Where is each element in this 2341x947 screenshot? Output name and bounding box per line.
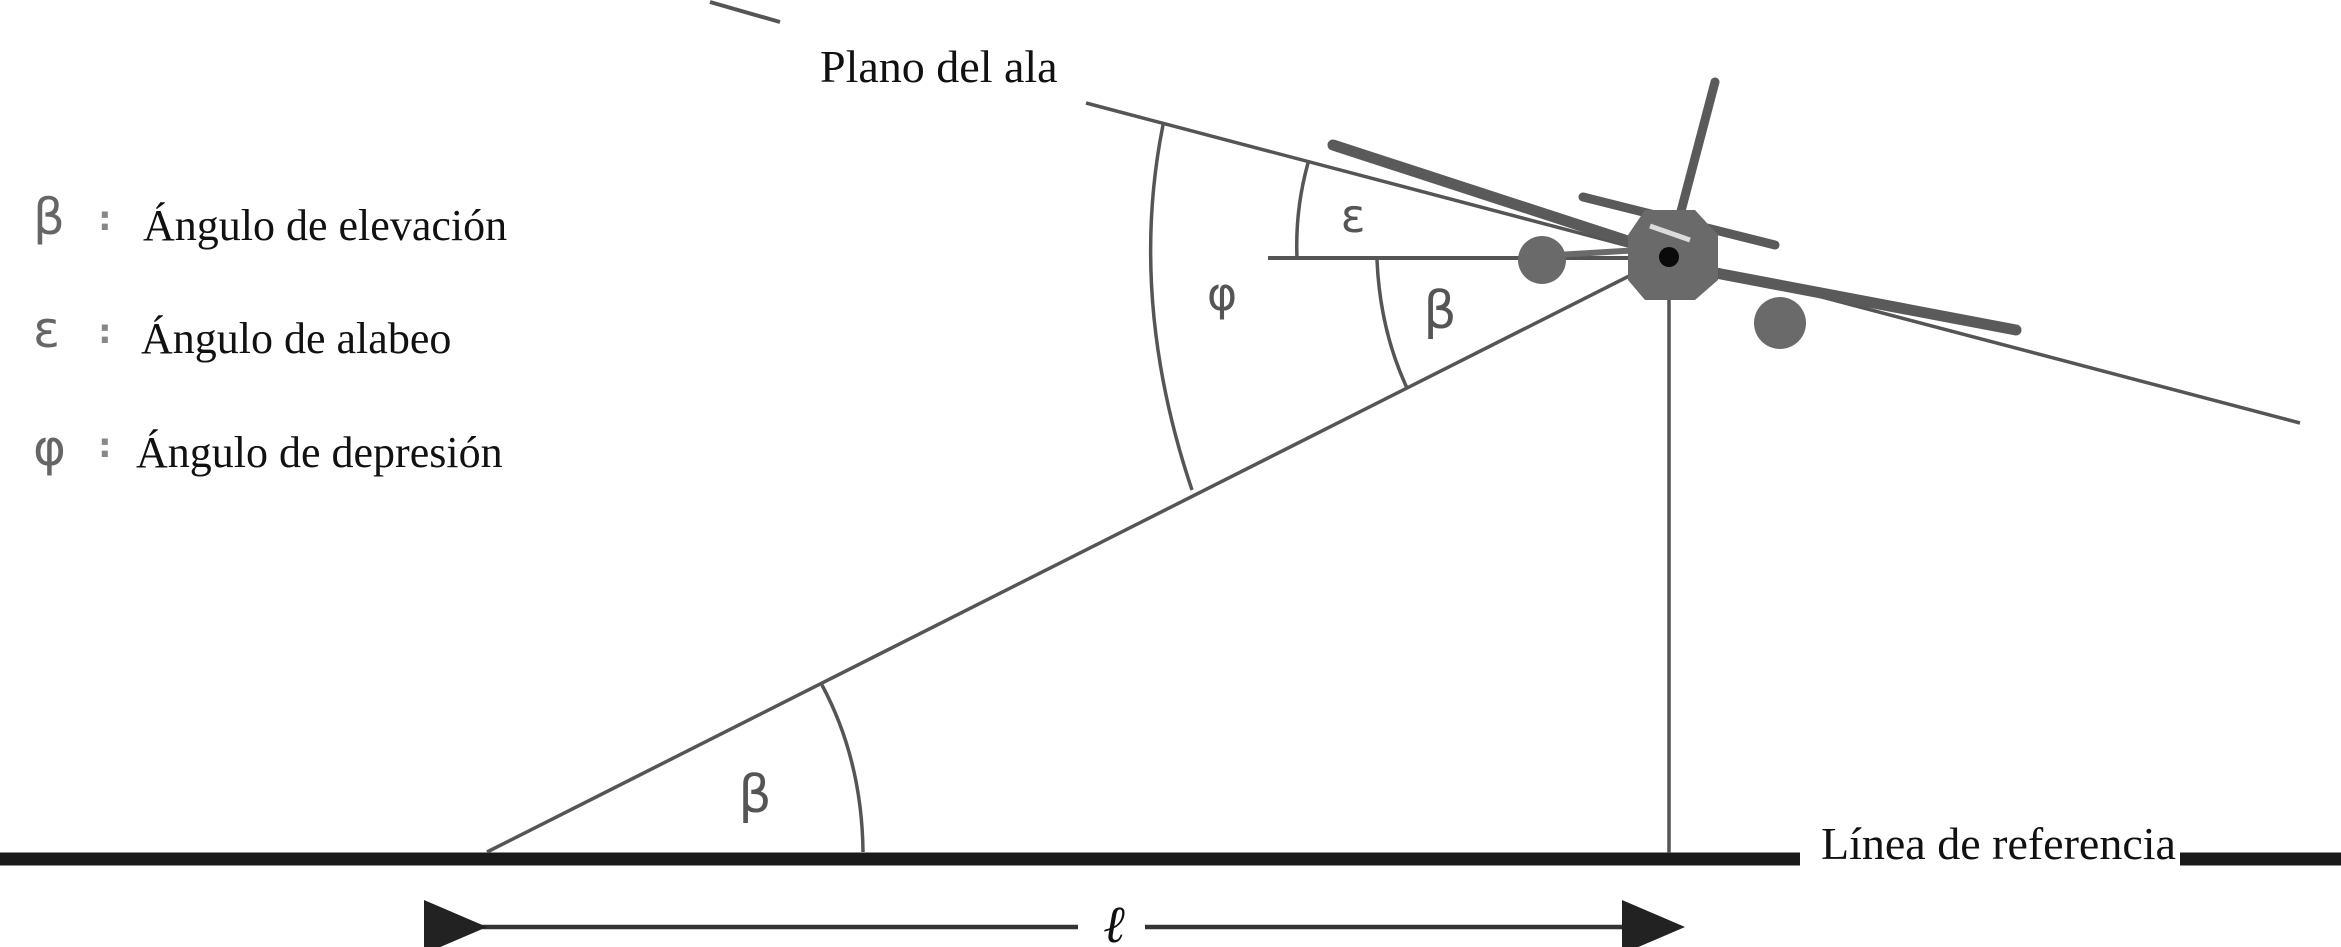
- legend-label: Ángulo de elevación: [143, 201, 508, 250]
- beta-upper-label: β: [1423, 281, 1456, 341]
- left-engine: [1518, 236, 1566, 284]
- phi-symbol: φ: [33, 419, 66, 477]
- phi-label: φ: [1207, 267, 1237, 321]
- phi-arc: [1148, 124, 1194, 491]
- beta-lower-arc: [820, 684, 865, 853]
- line-of-sight: [486, 266, 1646, 854]
- aircraft-icon: [1327, 77, 2022, 349]
- right-engine: [1754, 297, 1806, 349]
- epsilon-arc: [1295, 162, 1310, 259]
- beta-symbol: β: [33, 188, 65, 246]
- legend-label: Ángulo de depresión: [136, 428, 503, 477]
- epsilon-symbol: ε: [33, 301, 61, 359]
- legend-separator: :: [98, 312, 112, 352]
- beta-upper-arc: [1375, 259, 1409, 389]
- beta-lower-label: β: [738, 765, 771, 825]
- epsilon-label: ε: [1341, 189, 1366, 243]
- legend-label: Ángulo de alabeo: [141, 314, 452, 363]
- reference-line-label: Línea de referencia: [1821, 818, 2176, 869]
- fuselage-center-dot: [1659, 247, 1679, 267]
- distance-label: ℓ: [1103, 897, 1125, 947]
- stray-line-fragment: [709, 0, 781, 24]
- legend-separator: :: [98, 199, 112, 239]
- wing-plane-label: Plano del ala: [820, 41, 1058, 92]
- legend-separator: :: [98, 426, 112, 466]
